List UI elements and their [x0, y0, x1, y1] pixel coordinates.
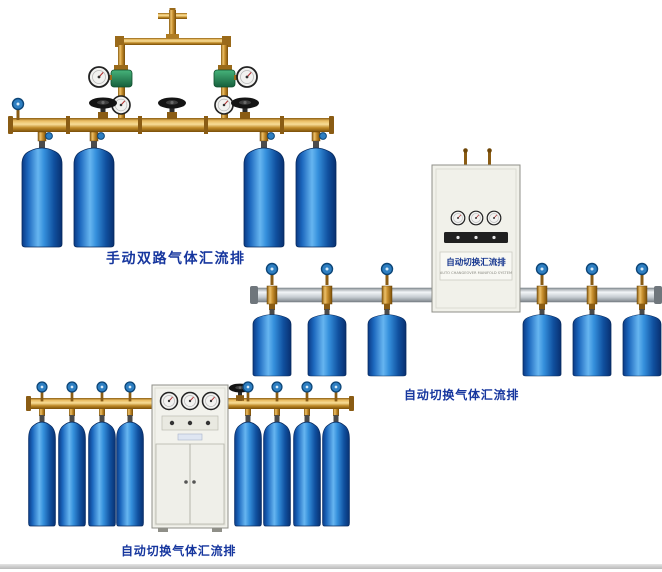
gas-cylinder [307, 314, 347, 377]
gas-cylinder [73, 147, 115, 248]
cylinder-station [116, 381, 144, 527]
gas-cylinder [622, 314, 662, 377]
pressure-regulator-left [88, 65, 133, 118]
gas-cylinder [252, 314, 292, 377]
control-cabinet: 自动切换汇流排 AUTO CHANGEOVER MANIFOLD SYSTEM [431, 148, 521, 313]
cabinet-gauge [159, 391, 179, 411]
gas-cylinder [21, 147, 63, 248]
top-inlet-pipe [115, 8, 231, 67]
cylinder-station [58, 381, 86, 527]
cylinder-station [263, 381, 291, 527]
isolation-valve-handwheel [158, 97, 186, 119]
pressure-gauge [88, 66, 110, 88]
isolation-valve-handwheel [231, 97, 259, 119]
gas-cylinder [293, 421, 321, 527]
cabinet-subtitle: AUTO CHANGEOVER MANIFOLD SYSTEM [440, 271, 512, 275]
caption-manual-dual-manifold: 手动双路气体汇流排 [106, 251, 246, 267]
product-image-auto-switch-manifold-right: 自动切换汇流排 AUTO CHANGEOVER MANIFOLD SYSTEM [250, 148, 662, 377]
page-bottom-edge [0, 564, 662, 569]
cylinder-valve [259, 131, 275, 149]
cabinet-title: 自动切换汇流排 [446, 257, 506, 268]
caption-auto-switch-manifold-bottom: 自动切换气体汇流排 [121, 544, 237, 558]
gas-cylinder [234, 421, 262, 527]
manifold-header-pipe [8, 116, 334, 134]
cylinder-station [322, 381, 350, 527]
gas-cylinder [367, 314, 407, 377]
cylinder-station [28, 381, 56, 527]
cylinder-station [522, 262, 562, 377]
gas-cylinder [28, 421, 56, 527]
gas-cylinder [243, 147, 285, 248]
control-cabinet [151, 384, 229, 532]
door-handle [192, 480, 196, 484]
caption-auto-switch-manifold-right: 自动切换气体汇流排 [404, 388, 520, 402]
cylinder-station [367, 262, 407, 377]
gas-cylinder [58, 421, 86, 527]
gas-cylinder [522, 314, 562, 377]
cylinder-station [622, 262, 662, 377]
cylinder-station [234, 381, 262, 527]
cylinder-station [252, 262, 292, 377]
cylinder-valve [37, 131, 53, 149]
cylinder-valve [89, 131, 105, 149]
door-handle [184, 480, 188, 484]
pressure-gauge [236, 66, 258, 88]
cabinet-gauge [201, 391, 221, 411]
gas-cylinder [572, 314, 612, 377]
cabinet-label-plate [177, 433, 203, 441]
cylinder-station [88, 381, 116, 527]
cabinet-gauge [180, 391, 200, 411]
cabinet-gauge [450, 210, 466, 226]
product-image-auto-switch-manifold-bottom [26, 381, 354, 532]
cylinder-station [293, 381, 321, 527]
gas-cylinder [88, 421, 116, 527]
cylinder-station [572, 262, 612, 377]
gas-cylinder [322, 421, 350, 527]
cabinet-gauge [486, 210, 502, 226]
gas-cylinder [295, 147, 337, 248]
cabinet-gauge [468, 210, 484, 226]
pressure-gauge [214, 95, 234, 115]
gas-cylinder [116, 421, 144, 527]
product-image-manual-dual-manifold [8, 8, 337, 248]
cylinder-valve [311, 131, 327, 149]
end-valve-handwheel [11, 97, 25, 121]
gas-cylinder [263, 421, 291, 527]
cylinder-station [307, 262, 347, 377]
cabinet-nameplate [439, 251, 513, 281]
pressure-regulator-right [213, 65, 258, 118]
